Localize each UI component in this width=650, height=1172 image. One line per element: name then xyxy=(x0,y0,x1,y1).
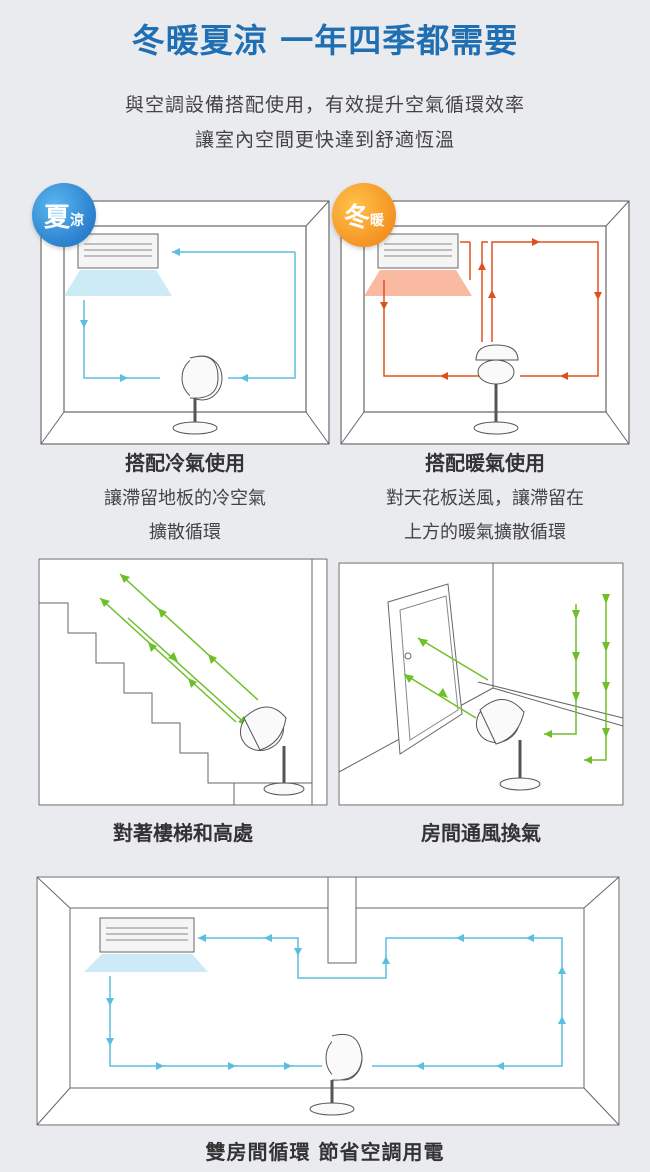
cool-caption: 搭配冷氣使用 讓滯留地板的冷空氣 擴散循環 xyxy=(40,446,330,550)
cool-caption-title: 搭配冷氣使用 xyxy=(125,451,245,475)
stairs-caption: 對著樓梯和高處 xyxy=(113,821,253,845)
cool-scene xyxy=(40,200,330,445)
dual-room-caption: 雙房間循環 節省空調用電 xyxy=(205,1140,445,1164)
air-conditioner xyxy=(84,917,208,972)
stairs-scene xyxy=(38,558,328,806)
fan-icon xyxy=(475,699,541,791)
fan-icon xyxy=(473,344,519,435)
stairs-panel xyxy=(38,558,328,806)
air-conditioner xyxy=(64,233,172,296)
fan-icon xyxy=(239,706,305,796)
cool-panel xyxy=(40,200,330,445)
intro-line-2: 讓室內空間更快達到舒適恆溫 xyxy=(194,129,455,151)
warm-scene xyxy=(340,200,630,445)
fan-icon xyxy=(309,1033,363,1116)
ventilation-panel xyxy=(338,562,624,806)
winter-badge: 冬暖 xyxy=(332,183,396,247)
ventilation-scene xyxy=(338,562,624,806)
summer-badge: 夏涼 xyxy=(32,183,96,247)
dual-room-scene xyxy=(36,876,620,1126)
ventilation-caption: 房間通風換氣 xyxy=(421,821,541,845)
warm-panel xyxy=(340,200,630,445)
intro-line-1: 與空調設備搭配使用，有效提升空氣循環效率 xyxy=(124,94,525,116)
dual-room-panel xyxy=(36,876,620,1126)
cool-caption-line-2: 擴散循環 xyxy=(149,522,221,543)
warm-caption: 搭配暖氣使用 對天花板送風，讓滯留在 上方的暖氣擴散循環 xyxy=(340,446,630,550)
cool-caption-line-1: 讓滯留地板的冷空氣 xyxy=(104,488,266,509)
warm-caption-line-1: 對天花板送風，讓滯留在 xyxy=(386,488,584,509)
fan-icon xyxy=(172,355,223,435)
page-title: 冬暖夏涼 一年四季都需要 xyxy=(131,21,519,60)
warm-caption-line-2: 上方的暖氣擴散循環 xyxy=(404,522,566,543)
warm-caption-title: 搭配暖氣使用 xyxy=(425,451,545,475)
heater xyxy=(364,233,472,296)
